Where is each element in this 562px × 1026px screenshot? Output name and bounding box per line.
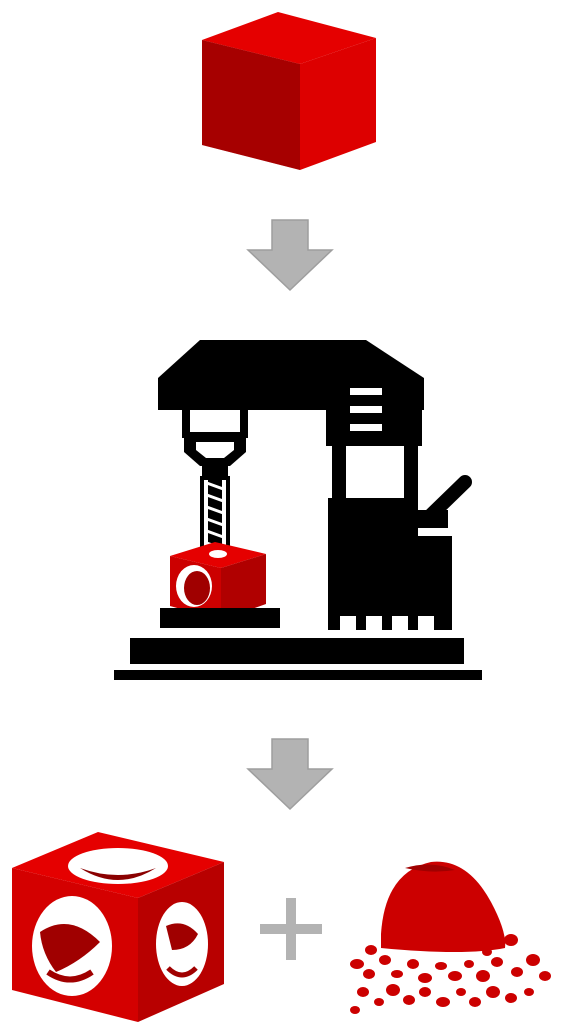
removed-material-chips [345,852,562,1022]
drill-press-machine [100,330,500,690]
red-cube-icon [202,12,376,170]
process-arrow-2 [240,735,340,815]
process-arrow-1 [240,216,340,296]
drill-press-machine-icon [114,340,482,680]
plus-icon [260,898,322,960]
machined-cube-icon [12,832,224,1022]
machined-part [0,822,240,1026]
material-chips-icon [350,861,551,1014]
down-arrow-icon [246,738,334,811]
raw-material-block [180,0,390,180]
down-arrow-icon [246,219,334,292]
plus-sign [252,890,332,970]
